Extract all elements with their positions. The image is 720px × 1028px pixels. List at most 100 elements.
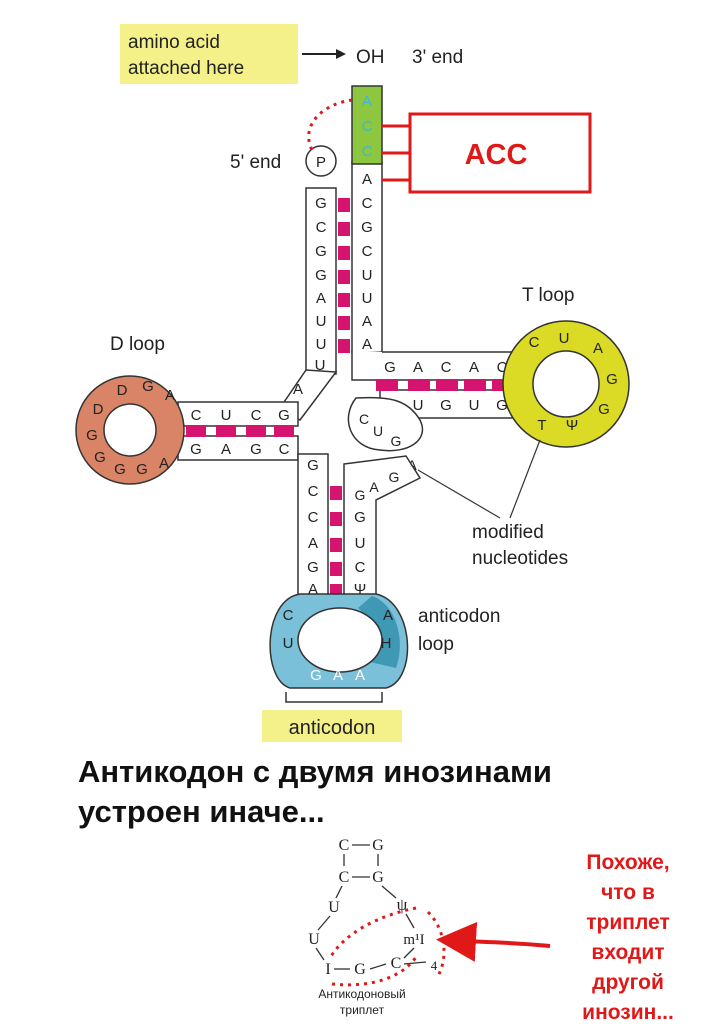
note-line-0: Похоже, bbox=[586, 851, 670, 874]
acc-dotted-arc bbox=[307, 98, 353, 151]
acc-box bbox=[408, 112, 592, 194]
d-loop-3: D bbox=[93, 401, 104, 418]
d-loop-ring bbox=[76, 376, 184, 484]
d-loop-8: A bbox=[159, 455, 169, 472]
acc-5-5: U bbox=[316, 313, 327, 330]
sketch-line-psi bbox=[381, 885, 397, 899]
sketch-pair2-left: C bbox=[339, 869, 350, 886]
d-loop-4: G bbox=[86, 427, 98, 444]
acc-5-3: G bbox=[315, 267, 327, 284]
variable-1: U bbox=[373, 423, 383, 439]
anticodon-loop-label-1: anticodon bbox=[418, 606, 500, 627]
d-loop-label: D loop bbox=[110, 334, 165, 355]
d-top-2: C bbox=[251, 407, 262, 424]
t-pair-2 bbox=[436, 379, 458, 391]
acc-3-2: G bbox=[361, 219, 373, 236]
t-pair-0 bbox=[376, 379, 398, 391]
variable-loop bbox=[347, 396, 423, 452]
sketch-c: C bbox=[391, 955, 402, 972]
sketch-u2: U bbox=[308, 931, 320, 948]
amino-arrow-head bbox=[336, 49, 346, 59]
ac-pair-1 bbox=[330, 512, 342, 526]
sketch-line-c bbox=[403, 947, 415, 959]
note-line-1: что в bbox=[601, 881, 655, 904]
acc-3-6: A bbox=[362, 313, 372, 330]
acc-5-6: U bbox=[316, 336, 327, 353]
ac-pair-2 bbox=[330, 538, 342, 552]
d-pair-2 bbox=[246, 425, 266, 437]
d-loop-1: G bbox=[142, 378, 154, 395]
anticodon-label: anticodon bbox=[289, 717, 376, 739]
t-loop-4: G bbox=[598, 401, 610, 418]
t-loop-outline-inner bbox=[532, 350, 600, 418]
d-loop-2: A bbox=[165, 387, 175, 404]
d-arm-top-strand bbox=[177, 401, 299, 427]
amino-acid-label-box bbox=[120, 24, 298, 84]
note-line-4: другой bbox=[592, 971, 664, 994]
sketch-dotted-curve-2 bbox=[328, 906, 417, 959]
acc-5-0: G bbox=[315, 195, 327, 212]
sketch-red-arrow bbox=[436, 921, 551, 962]
t-bottom-2: G bbox=[440, 397, 452, 414]
sketch-pair2-right: G bbox=[372, 869, 384, 886]
acceptor-tail-c2: C bbox=[362, 143, 373, 160]
phosphate-label: P bbox=[316, 154, 326, 171]
sketch-pair1-right: G bbox=[372, 837, 384, 854]
sketch-u1: U bbox=[328, 899, 340, 916]
anticodon-loop-label-2: loop bbox=[418, 634, 454, 655]
acc-pair-4 bbox=[338, 293, 350, 307]
ac-loop-right-0: A bbox=[383, 607, 393, 624]
d-link-0: A bbox=[293, 381, 303, 398]
acc-5-1: C bbox=[316, 219, 327, 236]
t-top-2: C bbox=[441, 359, 452, 376]
acceptor-tail-a: A bbox=[362, 93, 372, 110]
ac-right-3: G bbox=[354, 509, 366, 526]
acceptor-tail-green bbox=[351, 85, 383, 165]
variable-2: G bbox=[391, 433, 402, 449]
acc-pair-2 bbox=[338, 246, 350, 260]
d-loop-6: G bbox=[114, 461, 126, 478]
ac-left-4: G bbox=[307, 559, 319, 576]
note-line-3: входит bbox=[591, 941, 665, 964]
d-loop-5: G bbox=[94, 449, 106, 466]
main-caption-line2: устроен иначе... bbox=[78, 794, 325, 829]
acc-pair-6 bbox=[338, 339, 350, 353]
sketch-line-m1i bbox=[405, 913, 415, 929]
note-line-5: инозин... bbox=[582, 1001, 674, 1024]
ac-left-2: C bbox=[308, 509, 319, 526]
sketch-caption-1: Антикодоновый bbox=[318, 987, 405, 1001]
t-loop-6: T bbox=[537, 417, 546, 434]
d-top-3: G bbox=[278, 407, 290, 424]
sketch-psi: ψ bbox=[397, 895, 408, 914]
sketch-loop: C G C G U ψ U m¹I I G C 4 Антикодоновый … bbox=[308, 837, 438, 1017]
variable-0: C bbox=[359, 411, 369, 427]
acc-5-4: A bbox=[316, 290, 326, 307]
ac-right-2: G bbox=[355, 487, 366, 503]
inosine-note: Похоже, что в триплет входит другой иноз… bbox=[548, 848, 708, 1028]
main-caption-line1: Антикодон с двумя инозинами bbox=[78, 754, 552, 789]
acc-box-label: ACC bbox=[465, 139, 528, 171]
anticodon-base-2: A bbox=[355, 667, 365, 684]
five-prime-end-label: 5' end bbox=[230, 152, 281, 173]
d-bottom-3: C bbox=[279, 441, 290, 458]
d-loop-outline-outer bbox=[75, 375, 185, 485]
note-line-2: триплет bbox=[586, 911, 670, 934]
sketch-pair1-left: C bbox=[339, 837, 350, 854]
d-bottom-0: G bbox=[190, 441, 202, 458]
t-top-0: G bbox=[384, 359, 396, 376]
t-loop-3: G bbox=[606, 371, 618, 388]
ac-loop-right-1: H bbox=[381, 635, 392, 652]
acc-3-7: A bbox=[362, 336, 372, 353]
d-loop-outline-inner bbox=[103, 403, 157, 457]
acc-5-2: G bbox=[315, 243, 327, 260]
d-top-0: C bbox=[191, 407, 202, 424]
d-loop-0: D bbox=[117, 382, 128, 399]
modified-label-1: modified bbox=[472, 522, 544, 543]
anticodon-bracket bbox=[285, 692, 383, 703]
d-bottom-1: A bbox=[221, 441, 231, 458]
acceptor-3-strand bbox=[351, 161, 383, 353]
modified-label-2: nucleotides bbox=[472, 548, 568, 569]
anticodon-loop-hole bbox=[297, 607, 383, 673]
acc-pair-0 bbox=[338, 198, 350, 212]
